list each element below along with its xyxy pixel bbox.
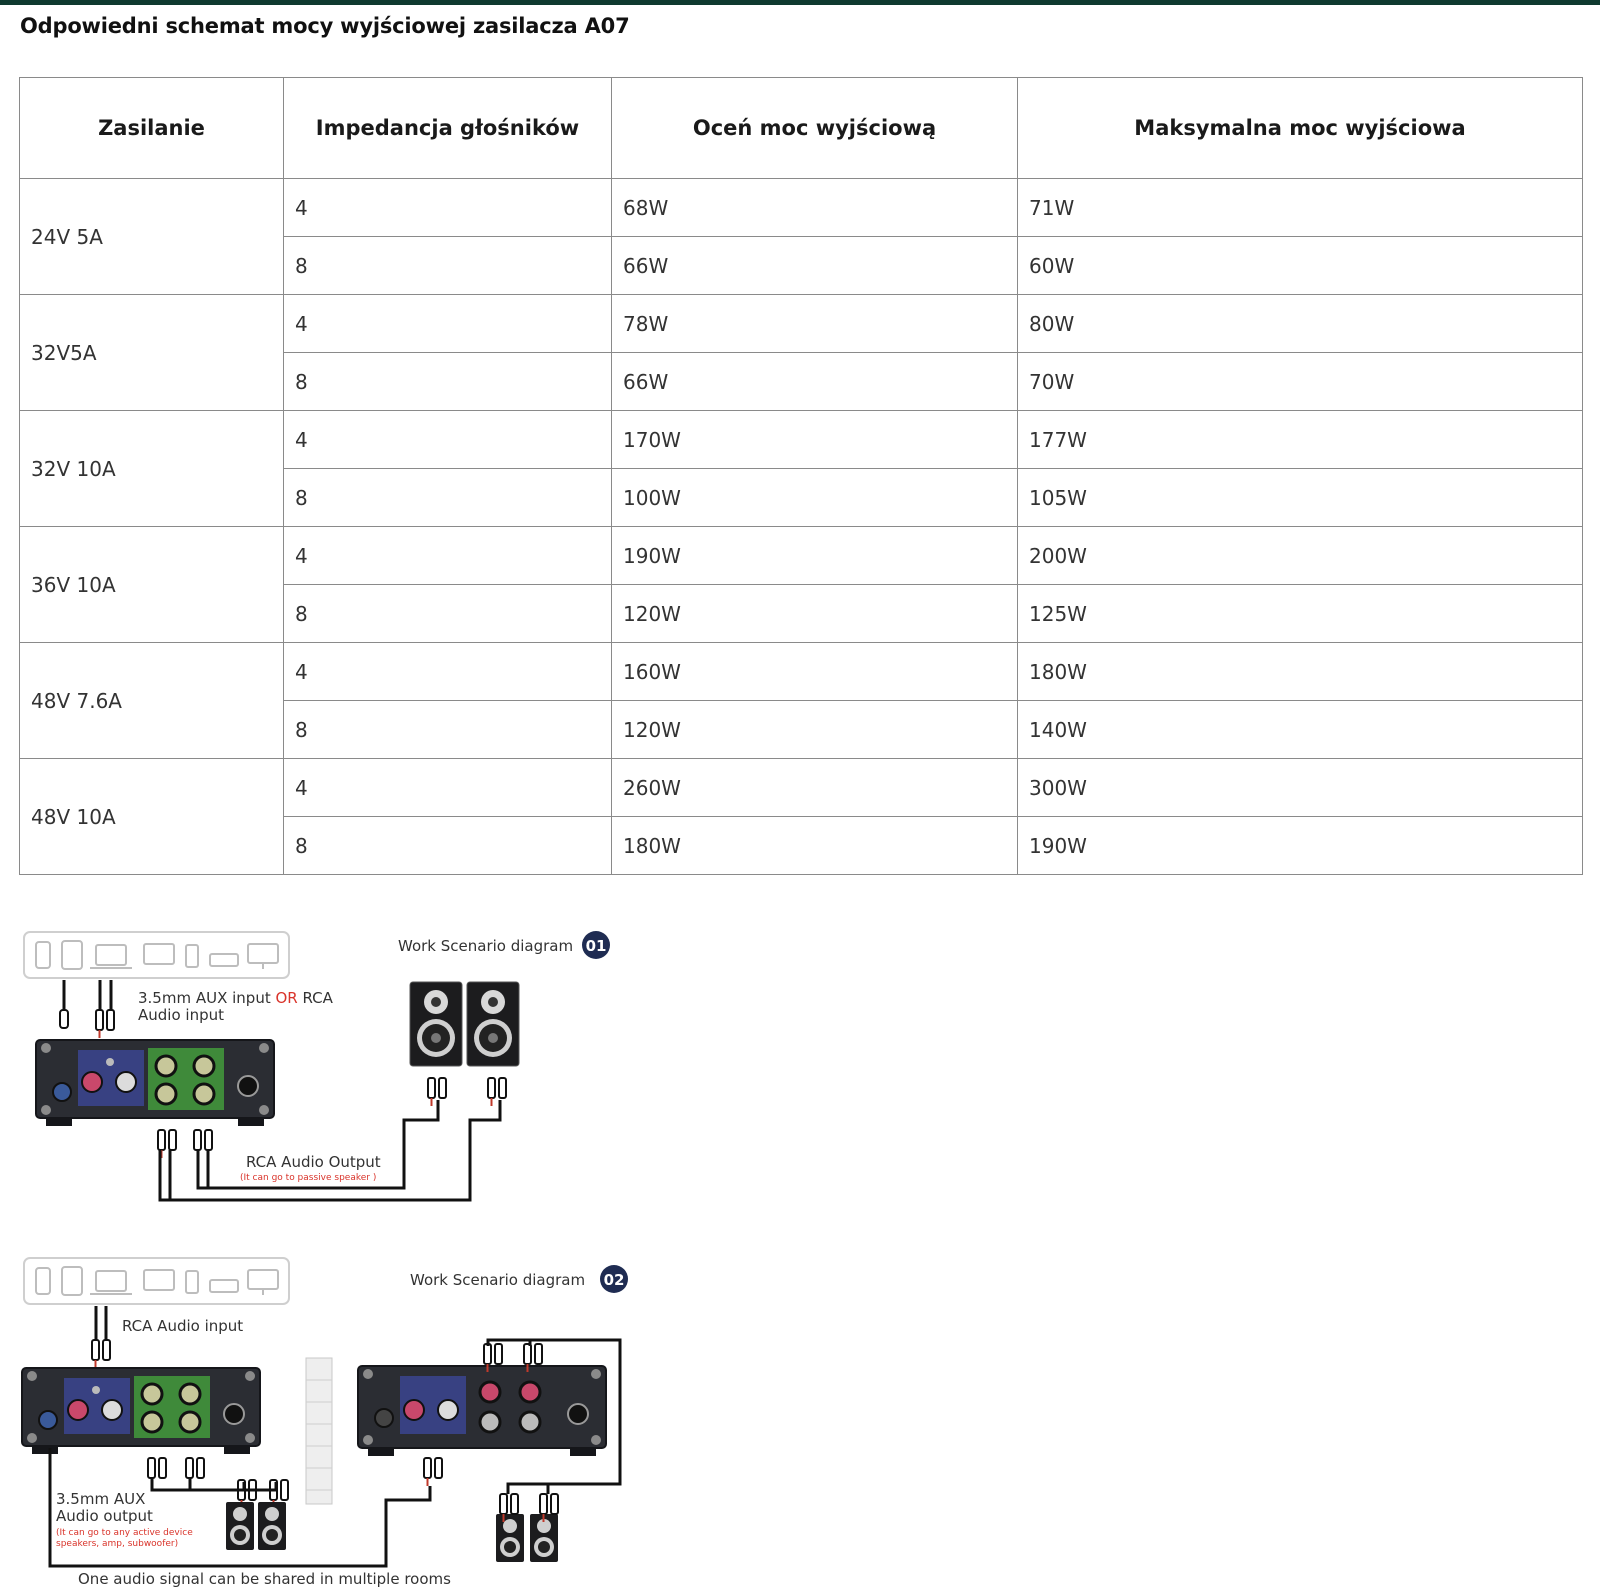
impedance-cell: 4 bbox=[283, 758, 612, 817]
supply-cell: 48V 10A bbox=[19, 758, 284, 875]
rated-power-cell: 170W bbox=[611, 410, 1018, 469]
impedance-cell: 8 bbox=[283, 584, 612, 643]
amplifier-icon-2 bbox=[20, 1366, 262, 1456]
max-power-cell: 60W bbox=[1017, 236, 1583, 295]
rated-power-cell: 260W bbox=[611, 758, 1018, 817]
aux-note: (It can go to any active device bbox=[56, 1528, 193, 1538]
max-power-cell: 140W bbox=[1017, 700, 1583, 759]
output-note: (It can go to passive speaker ) bbox=[240, 1173, 376, 1183]
impedance-cell: 8 bbox=[283, 352, 612, 411]
output-label: RCA Audio Output bbox=[246, 1153, 381, 1171]
input-label-line2: Audio input bbox=[138, 1006, 224, 1024]
impedance-cell: 4 bbox=[283, 294, 612, 353]
max-power-cell: 190W bbox=[1017, 816, 1583, 875]
supply-cell: 36V 10A bbox=[19, 526, 284, 643]
work-scenario-diagram-02: Work Scenario diagram 02 RCA Audio input bbox=[20, 1257, 628, 1588]
aux-output-label-line2: Audio output bbox=[56, 1507, 153, 1525]
rated-power-cell: 66W bbox=[611, 236, 1018, 295]
rca-input-label: RCA Audio input bbox=[122, 1317, 243, 1335]
impedance-cell: 8 bbox=[283, 468, 612, 527]
source-devices-icon bbox=[23, 931, 290, 979]
power-output-table: Zasilanie Impedancja głośników Oceń moc … bbox=[19, 77, 1583, 875]
rated-power-cell: 160W bbox=[611, 642, 1018, 701]
impedance-cell: 4 bbox=[283, 642, 612, 701]
max-power-cell: 125W bbox=[1017, 584, 1583, 643]
aux-output-label: 3.5mm AUX bbox=[56, 1490, 145, 1508]
amplifier-icon bbox=[34, 1038, 276, 1128]
amplifier-icon-3 bbox=[356, 1364, 608, 1458]
source-devices-icon-2 bbox=[23, 1257, 290, 1305]
max-power-cell: 200W bbox=[1017, 526, 1583, 585]
diagram-title-2: Work Scenario diagram bbox=[410, 1271, 585, 1289]
wall-icon bbox=[305, 1357, 333, 1505]
header-supply: Zasilanie bbox=[19, 77, 284, 179]
header-rated-power: Oceń moc wyjściową bbox=[611, 77, 1018, 179]
speakers-icon bbox=[409, 981, 520, 1067]
rated-power-cell: 190W bbox=[611, 526, 1018, 585]
impedance-cell: 8 bbox=[283, 816, 612, 875]
speakers-small-icon bbox=[226, 1502, 286, 1550]
top-accent-bar bbox=[0, 0, 1600, 5]
diagram-title: Work Scenario diagram bbox=[398, 937, 573, 955]
diagram-badge-number: 01 bbox=[586, 937, 607, 955]
aux-note-line2: speakers, amp, subwoofer) bbox=[56, 1539, 178, 1549]
impedance-cell: 8 bbox=[283, 236, 612, 295]
impedance-cell: 4 bbox=[283, 526, 612, 585]
rated-power-cell: 66W bbox=[611, 352, 1018, 411]
rated-power-cell: 120W bbox=[611, 700, 1018, 759]
header-max-power: Maksymalna moc wyjściowa bbox=[1017, 77, 1583, 179]
max-power-cell: 105W bbox=[1017, 468, 1583, 527]
diagram-badge-number-2: 02 bbox=[604, 1271, 625, 1289]
input-label: 3.5mm AUX input OR RCA bbox=[138, 989, 334, 1007]
supply-cell: 32V5A bbox=[19, 294, 284, 411]
supply-cell: 24V 5A bbox=[19, 178, 284, 295]
diagram-badge bbox=[582, 931, 610, 959]
max-power-cell: 180W bbox=[1017, 642, 1583, 701]
rated-power-cell: 100W bbox=[611, 468, 1018, 527]
diagram-footer: One audio signal can be shared in multip… bbox=[78, 1570, 451, 1588]
max-power-cell: 71W bbox=[1017, 178, 1583, 237]
supply-cell: 32V 10A bbox=[19, 410, 284, 527]
diagram-badge-2 bbox=[600, 1265, 628, 1293]
page-title: Odpowiedni schemat mocy wyjściowej zasil… bbox=[20, 14, 630, 38]
speakers-small-icon-2 bbox=[496, 1514, 558, 1562]
table-header-row: Zasilanie Impedancja głośników Oceń moc … bbox=[19, 77, 1583, 179]
supply-cell: 48V 7.6A bbox=[19, 642, 284, 759]
work-scenario-diagram-01: Work Scenario diagram 01 3.5mm AUX input… bbox=[23, 931, 610, 1202]
rated-power-cell: 78W bbox=[611, 294, 1018, 353]
